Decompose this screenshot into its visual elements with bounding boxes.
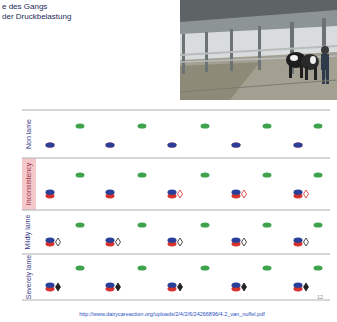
front-hoof-dot — [106, 142, 115, 147]
asymmetry-marker — [304, 190, 309, 198]
highlight-band — [22, 158, 36, 210]
front-hoof-dot — [168, 142, 177, 147]
front-hoof-dot — [46, 142, 55, 147]
asymmetry-marker — [56, 283, 61, 291]
heading-fragment: der Druckbelastung — [2, 12, 71, 21]
hind-hoof-dot — [314, 123, 323, 128]
front-hoof-dot — [168, 190, 177, 195]
asymmetry-marker — [242, 283, 247, 291]
page-number: 12 — [317, 294, 323, 300]
row-label: Non lame — [25, 119, 33, 149]
source-url: http://www.dairycareaction.org/uploads/2… — [79, 311, 265, 317]
front-hoof-dot — [294, 142, 303, 147]
front-hoof-dot — [232, 238, 241, 243]
front-hoof-dot — [232, 142, 241, 147]
row-label: Mildly lame — [25, 214, 33, 249]
front-hoof-dot — [232, 283, 241, 288]
front-hoof-dot — [106, 190, 115, 195]
asymmetry-marker — [56, 238, 61, 246]
footfall-dots — [46, 123, 323, 291]
hind-hoof-dot — [76, 265, 85, 270]
heading-fragment: e des Gangs — [2, 2, 47, 11]
asymmetry-marker — [178, 283, 183, 291]
hind-hoof-dot — [76, 123, 85, 128]
asymmetry-marker — [242, 238, 247, 246]
hind-hoof-dot — [314, 172, 323, 177]
barn-photo — [180, 0, 337, 100]
asymmetry-marker — [304, 283, 309, 291]
asymmetry-marker — [116, 283, 121, 291]
front-hoof-dot — [168, 142, 177, 147]
front-hoof-dot — [106, 283, 115, 288]
hind-hoof-dot — [263, 265, 272, 270]
hind-hoof-dot — [138, 222, 147, 227]
front-hoof-dot — [294, 142, 303, 147]
hind-hoof-dot — [263, 172, 272, 177]
front-hoof-dot — [168, 238, 177, 243]
front-hoof-dot — [294, 283, 303, 288]
hind-hoof-dot — [76, 222, 85, 227]
hind-hoof-dot — [138, 265, 147, 270]
hind-hoof-dot — [201, 222, 210, 227]
row-label: Severely lame — [25, 255, 33, 299]
asymmetry-marker — [242, 190, 247, 198]
row-label: Inconsistency — [25, 163, 33, 205]
asymmetry-marker — [116, 238, 121, 246]
front-hoof-dot — [168, 283, 177, 288]
hind-hoof-dot — [314, 222, 323, 227]
front-hoof-dot — [294, 238, 303, 243]
front-hoof-dot — [232, 142, 241, 147]
hind-hoof-dot — [201, 265, 210, 270]
hind-hoof-dot — [314, 265, 323, 270]
hind-hoof-dot — [76, 172, 85, 177]
hind-hoof-dot — [263, 222, 272, 227]
front-hoof-dot — [106, 142, 115, 147]
asymmetry-marker — [178, 190, 183, 198]
front-hoof-dot — [294, 190, 303, 195]
hind-hoof-dot — [201, 172, 210, 177]
asymmetry-marker — [304, 238, 309, 246]
front-hoof-dot — [46, 190, 55, 195]
front-hoof-dot — [106, 238, 115, 243]
hind-hoof-dot — [138, 172, 147, 177]
hind-hoof-dot — [201, 123, 210, 128]
front-hoof-dot — [46, 142, 55, 147]
hind-hoof-dot — [138, 123, 147, 128]
hind-hoof-dot — [263, 123, 272, 128]
front-hoof-dot — [232, 190, 241, 195]
front-hoof-dot — [46, 283, 55, 288]
asymmetry-marker — [178, 238, 183, 246]
row-lines — [22, 110, 330, 300]
front-hoof-dot — [46, 238, 55, 243]
